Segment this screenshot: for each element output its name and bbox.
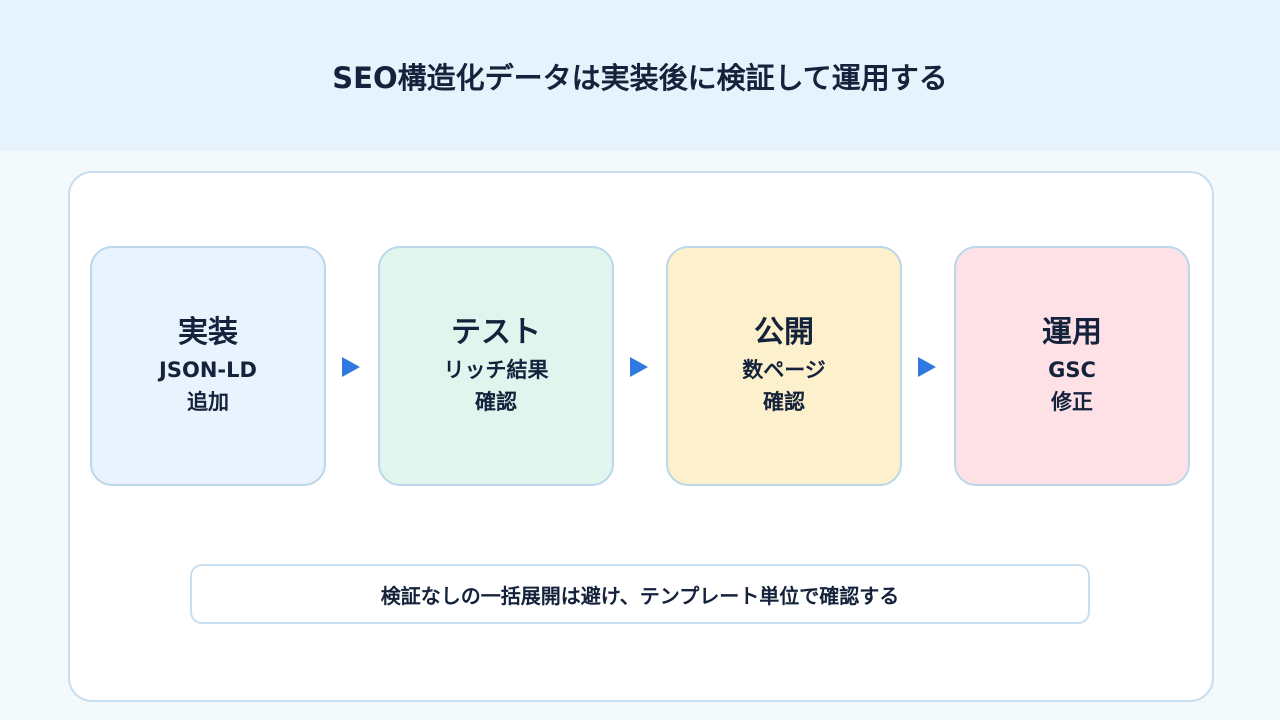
- step-title: 公開: [754, 315, 814, 350]
- step-title: 実装: [178, 315, 238, 350]
- step-test: テスト リッチ結果 確認: [378, 246, 614, 486]
- step-operate: 運用 GSC 修正: [954, 246, 1190, 486]
- step-implement: 実装 JSON-LD 追加: [90, 246, 326, 486]
- header-band: [0, 0, 1280, 151]
- note-box: 検証なしの一括展開は避け、テンプレート単位で確認する: [190, 564, 1090, 624]
- step-detail: 追加: [187, 390, 229, 414]
- step-detail: 確認: [763, 390, 805, 414]
- step-detail: 確認: [475, 390, 517, 414]
- right-arrow-icon: [630, 357, 648, 377]
- right-arrow-icon: [342, 357, 360, 377]
- step-detail: GSC: [1048, 358, 1096, 382]
- right-arrow-icon: [918, 357, 936, 377]
- step-detail: 数ページ: [742, 358, 826, 382]
- step-publish: 公開 数ページ 確認: [666, 246, 902, 486]
- step-title: 運用: [1042, 315, 1102, 350]
- step-detail: リッチ結果: [443, 358, 549, 382]
- step-detail: 修正: [1051, 390, 1093, 414]
- page-title: SEO構造化データは実装後に検証して運用する: [332, 61, 948, 95]
- step-detail: JSON-LD: [159, 358, 257, 382]
- step-title: テスト: [451, 315, 541, 350]
